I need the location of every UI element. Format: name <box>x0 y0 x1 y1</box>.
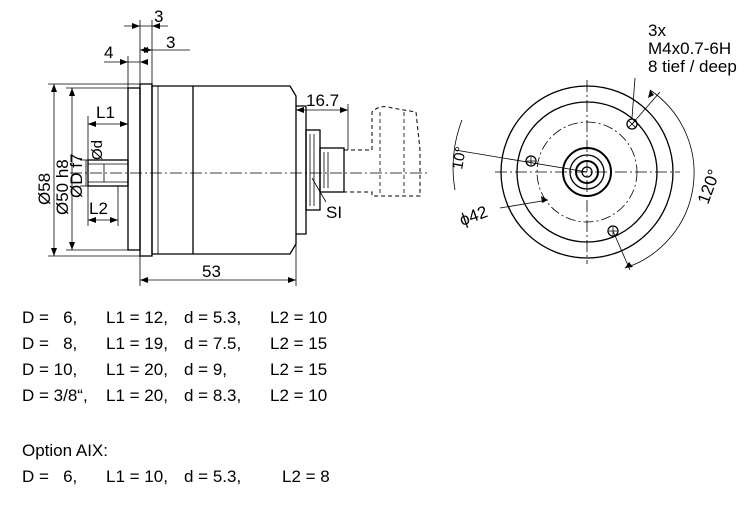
option-L2: L2 = 8 <box>282 467 330 486</box>
variant-L1: L1 = 12, <box>106 308 168 327</box>
option-row: D = 6, L1 = 10, d = 5.3, L2 = 8 <box>22 464 362 490</box>
dim-diameter-50: Ø50 h8 <box>53 159 72 215</box>
technical-drawing: 3 3 4 L1 L2 Ø58 Ø50 h8 ØD f7 Ød 16.7 53 … <box>35 7 737 286</box>
variant-D: D = 10, <box>22 360 78 379</box>
thread-depth: 8 tief / deep <box>648 57 737 76</box>
connector-base <box>305 129 321 211</box>
variant-row: D = 10, L1 = 20, d = 9, L2 = 15 <box>22 357 350 383</box>
variant-table: D = 6, L1 = 12, d = 5.3, L2 = 10 D = 8, … <box>22 305 350 409</box>
variant-L2: L2 = 10 <box>270 386 328 405</box>
variant-d: d = 9, <box>184 360 228 379</box>
variant-L1: L1 = 19, <box>106 334 168 353</box>
option-L1: L1 = 10, <box>106 467 168 486</box>
dim-53: 53 <box>202 262 221 281</box>
side-view <box>48 20 430 286</box>
variant-d: d = 7.5, <box>184 334 242 353</box>
variant-L2: L2 = 10 <box>270 308 328 327</box>
dim-L2: L2 <box>89 199 108 218</box>
variant-L2: L2 = 15 <box>270 360 328 379</box>
dim-L1: L1 <box>96 103 115 122</box>
variant-L1: L1 = 20, <box>106 386 168 405</box>
connector <box>319 147 345 193</box>
variant-D: D = 8, <box>22 334 78 353</box>
tapped-hole-2 <box>525 155 537 167</box>
variant-D: D = 6, <box>22 308 78 327</box>
label-SI: SI <box>326 203 342 222</box>
variant-L1: L1 = 20, <box>106 360 168 379</box>
dim-3-lower: 3 <box>166 33 175 52</box>
variant-D: D = 3/8“, <box>22 386 88 405</box>
variant-L2: L2 = 15 <box>270 334 328 353</box>
angle-120: 120° <box>694 167 724 207</box>
encoder-housing <box>151 85 297 255</box>
thread-count: 3x <box>648 21 666 40</box>
variant-d: d = 8.3, <box>184 386 242 405</box>
dim-diameter-D: ØD f7 <box>67 154 86 198</box>
variant-row: D = 8, L1 = 19, d = 7.5, L2 = 15 <box>22 331 350 357</box>
dim-16-7: 16.7 <box>306 91 339 110</box>
dim-4: 4 <box>104 43 113 62</box>
dim-diameter-58: Ø58 <box>35 173 54 205</box>
dim-diameter-d: Ød <box>89 140 106 160</box>
variant-row: D = 3/8“, L1 = 20, d = 8.3, L2 = 10 <box>22 383 350 409</box>
variant-d: d = 5.3, <box>184 308 242 327</box>
option-D: D = 6, <box>22 467 78 486</box>
angle-10: 10° <box>449 145 470 170</box>
mating-plug <box>344 106 421 197</box>
front-view <box>452 77 695 271</box>
thread-spec: M4x0.7-6H <box>648 39 731 58</box>
bolt-circle-diameter: ϕ42 <box>457 202 490 230</box>
option-aix: Option AIX: D = 6, L1 = 10, d = 5.3, L2 … <box>22 438 362 490</box>
option-title: Option AIX: <box>22 441 108 460</box>
dim-3-upper: 3 <box>154 7 163 26</box>
clamping-flange <box>127 87 141 251</box>
flange-collar <box>139 83 153 257</box>
variant-row: D = 6, L1 = 12, d = 5.3, L2 = 10 <box>22 305 350 331</box>
option-d: d = 5.3, <box>184 467 242 486</box>
rear-cap <box>296 105 307 235</box>
